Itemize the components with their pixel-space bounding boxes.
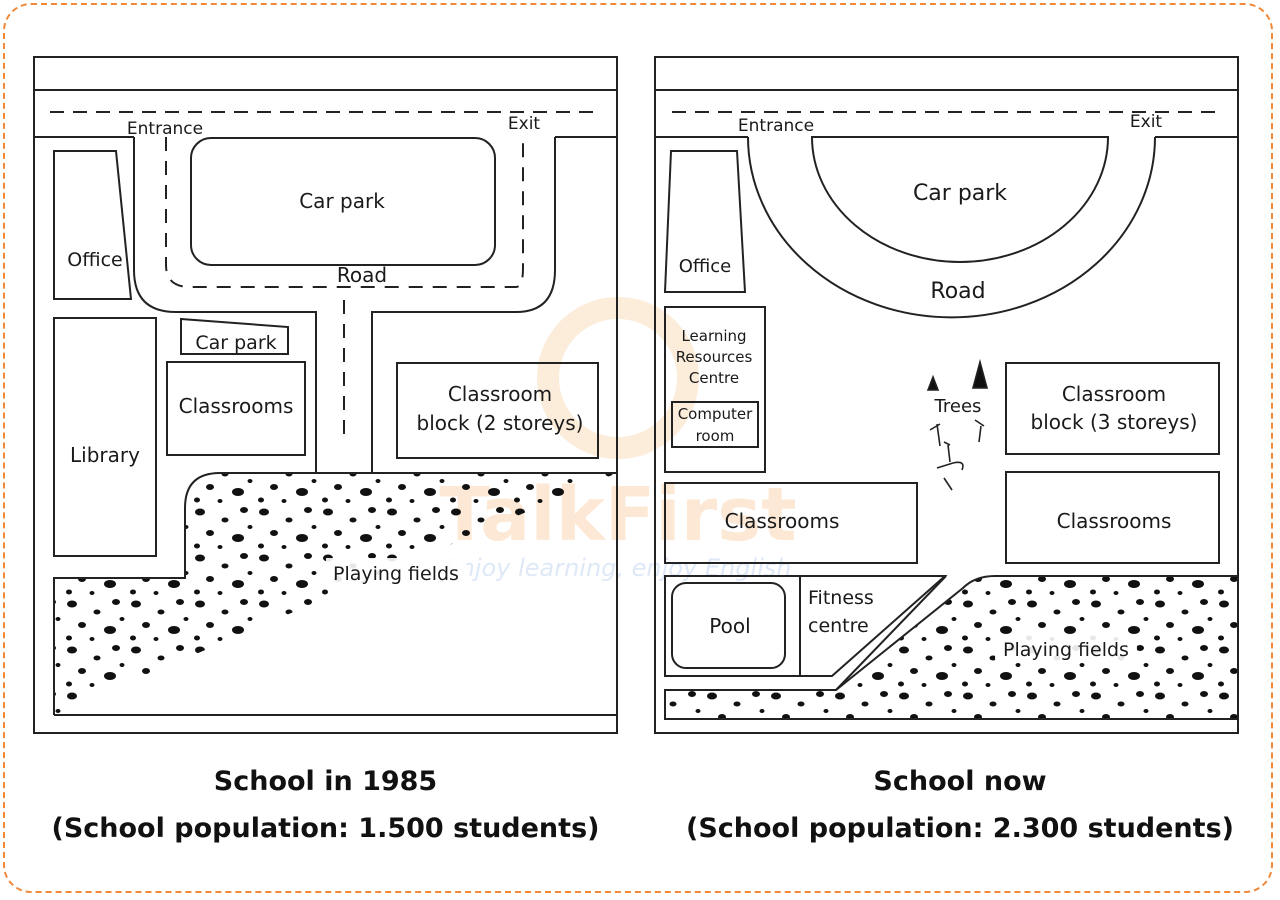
- caption-title-1985: School in 1985: [213, 766, 438, 797]
- classrooms-left-now: [664, 482, 918, 564]
- trees-icon: [926, 358, 989, 491]
- page-border: [3, 3, 1273, 893]
- road-label-1985: Road: [337, 263, 387, 287]
- playing-fields-label-1985: Playing fields: [333, 563, 459, 585]
- library-label-1985: Library: [70, 443, 140, 467]
- classrooms-right-now: [1005, 471, 1220, 564]
- classrooms-right-label-now: Classrooms: [1057, 509, 1172, 533]
- playing-fields-label-now: Playing fields: [1003, 639, 1129, 661]
- pool-label-now: Pool: [709, 614, 750, 638]
- office-label-1985: Office: [67, 249, 122, 271]
- lrc-label2-now: Resources: [676, 348, 753, 366]
- car-park-now: [810, 136, 1110, 263]
- pool-now: [671, 582, 786, 669]
- map-1985: [33, 56, 618, 734]
- classrooms-1985: [166, 361, 306, 456]
- car-park-small-1985: [180, 317, 289, 355]
- exit-label-now: Exit: [1130, 112, 1163, 132]
- map-now: [654, 56, 1239, 734]
- office-1985: [53, 150, 133, 300]
- classroom-block-label2-now: block (3 storeys): [1031, 410, 1198, 434]
- playing-fields-now: [664, 575, 1239, 720]
- car-park-main-1985: [190, 137, 496, 266]
- fitness-area-now: [664, 575, 948, 677]
- playing-fields-1985: [53, 472, 617, 715]
- computer-room-label1-now: Computer: [678, 405, 753, 423]
- car-park-label-now: Car park: [913, 181, 1007, 206]
- road-label-now: Road: [930, 279, 985, 304]
- car-park-main-label-1985: Car park: [299, 189, 385, 213]
- classrooms-label-1985: Classrooms: [179, 394, 294, 418]
- road-now: [747, 136, 1156, 319]
- road-dashes-1985: [165, 137, 524, 440]
- classroom-block-label1-1985: Classroom: [448, 382, 552, 406]
- car-park-small-label-1985: Car park: [195, 332, 276, 354]
- caption-population-now: (School population: 2.300 students): [686, 813, 1234, 844]
- map-1985-outer: [33, 56, 618, 734]
- entrance-label-1985: Entrance: [127, 119, 203, 139]
- exit-label-1985: Exit: [508, 114, 541, 134]
- caption-population-1985: (School population: 1.500 students): [51, 813, 600, 844]
- caption-title-now: School now: [873, 766, 1047, 797]
- fitness-label1-now: Fitness: [808, 587, 874, 609]
- map-now-outer: [654, 56, 1239, 734]
- library-1985: [53, 317, 157, 557]
- lrc-now: [664, 306, 766, 473]
- entrance-label-now: Entrance: [738, 116, 814, 136]
- fitness-label2-now: centre: [808, 615, 869, 637]
- classroom-block-label1-now: Classroom: [1062, 382, 1166, 406]
- classroom-block-now: [1005, 362, 1220, 455]
- lrc-label3-now: Centre: [689, 369, 739, 387]
- classroom-block-label2-1985: block (2 storeys): [417, 411, 584, 435]
- classroom-block-1985: [396, 362, 599, 459]
- road-1985: [133, 137, 556, 473]
- trees-label-now: Trees: [934, 396, 982, 417]
- classrooms-left-label-now: Classrooms: [725, 509, 840, 533]
- office-now: [663, 150, 747, 293]
- lrc-label1-now: Learning: [681, 327, 746, 345]
- computer-room-now: [671, 401, 759, 448]
- computer-room-label2-now: room: [696, 427, 735, 445]
- office-label-now: Office: [679, 256, 732, 277]
